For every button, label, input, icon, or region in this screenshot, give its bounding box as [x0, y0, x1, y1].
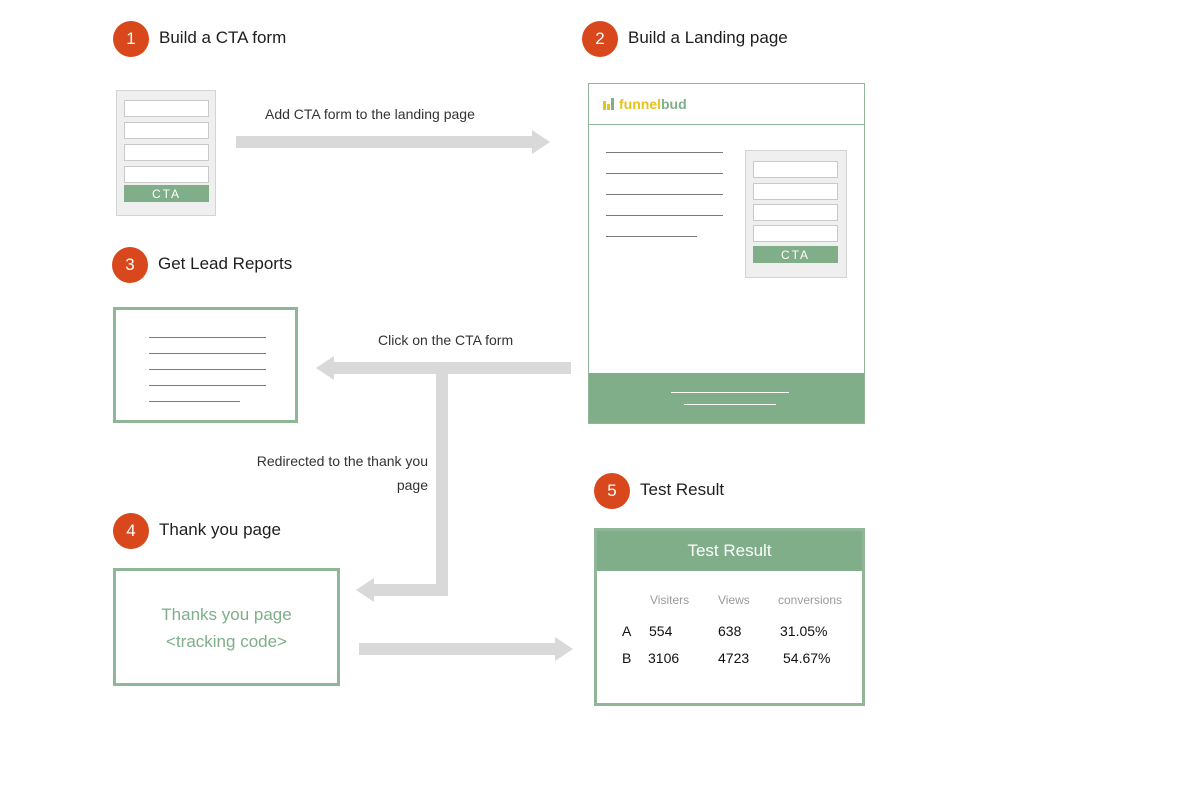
landing-cta-form: CTA [745, 150, 847, 278]
table-header-conversions: conversions [778, 593, 843, 607]
report-line [149, 353, 266, 354]
landing-text-line [606, 236, 697, 237]
arrow-redirect-vertical [436, 372, 448, 596]
cell-visiters: 3106 [648, 650, 680, 666]
cell-conversions: 54.67% [783, 650, 831, 666]
thankyou-page-mock: Thanks you page <tracking code> [113, 568, 340, 686]
funnelbud-logo-icon [603, 98, 614, 110]
landing-footer-line [684, 404, 776, 405]
cell-visiters: 554 [649, 623, 673, 639]
step-3-badge: 3 [112, 247, 148, 283]
landing-text-line [606, 194, 723, 195]
arrow-left-icon [316, 356, 334, 380]
cta-form-button: CTA [124, 185, 209, 202]
arrow-click-cta-shaft [334, 362, 571, 374]
landing-text-line [606, 152, 723, 153]
landing-text-line [606, 173, 723, 174]
landing-form-field [753, 183, 838, 200]
cell-views: 4723 [718, 650, 750, 666]
cta-form-field [124, 100, 209, 117]
report-line [149, 369, 266, 370]
flow-label-add-cta: Add CTA form to the landing page [265, 106, 475, 122]
landing-form-field [753, 204, 838, 221]
landing-header-divider [589, 124, 864, 125]
landing-cta-button: CTA [753, 246, 838, 263]
thankyou-line-2: <tracking code> [166, 632, 287, 651]
lead-report-mock [113, 307, 298, 423]
step-1-label: Build a CTA form [159, 28, 287, 47]
cta-form-field [124, 144, 209, 161]
step-1-badge: 1 [113, 21, 149, 57]
table-header-visiters: Visiters [650, 593, 690, 607]
row-label: B [622, 650, 632, 666]
step-5-number: 5 [607, 481, 617, 500]
step-4-badge: 4 [113, 513, 149, 549]
thankyou-line-1: Thanks you page [161, 605, 292, 624]
logo-text-funnel: funnel [619, 96, 661, 112]
step-5-label: Test Result [640, 480, 725, 499]
landing-footer [589, 373, 864, 423]
report-line [149, 385, 266, 386]
flow-label-click-cta: Click on the CTA form [378, 332, 514, 348]
landing-form-field [753, 161, 838, 178]
arrow-right-icon [555, 637, 573, 661]
cell-conversions: 31.05% [780, 623, 828, 639]
cta-form-mock: CTA [116, 90, 216, 216]
step-2-badge: 2 [582, 21, 618, 57]
logo-text-bud: bud [661, 96, 687, 112]
arrow-add-cta-shaft [236, 136, 534, 148]
step-2-label: Build a Landing page [628, 28, 788, 47]
landing-footer-line [671, 392, 789, 393]
step-4-label: Thank you page [159, 520, 281, 539]
step-4-number: 4 [126, 521, 136, 540]
arrow-left-icon [356, 578, 374, 602]
arrow-right-icon [532, 130, 550, 154]
arrow-to-result-shaft [359, 643, 557, 655]
flow-label-redirect-2: page [396, 477, 428, 493]
flow-label-redirect-1: Redirected to the thank you [256, 453, 428, 469]
step-3-number: 3 [125, 255, 135, 274]
step-3-label: Get Lead Reports [158, 254, 293, 273]
cell-views: 638 [718, 623, 742, 639]
landing-text-line [606, 215, 723, 216]
step-5-badge: 5 [594, 473, 630, 509]
report-line [149, 401, 240, 402]
cta-form-field [124, 122, 209, 139]
table-header-views: Views [718, 593, 750, 607]
landing-form-field [753, 225, 838, 242]
cta-form-field [124, 166, 209, 183]
test-result-title: Test Result [597, 531, 862, 571]
row-label: A [622, 623, 632, 639]
step-1-number: 1 [126, 29, 136, 48]
arrow-redirect-horizontal [374, 584, 448, 596]
report-line [149, 337, 266, 338]
test-result-card: Test Result Visiters Views conversions A… [594, 528, 865, 706]
step-2-number: 2 [595, 29, 605, 48]
